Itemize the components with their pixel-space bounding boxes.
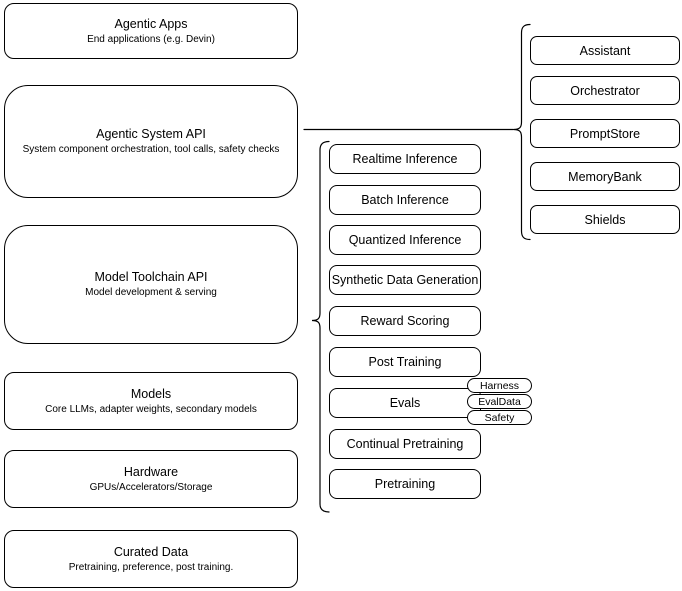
- node-model-toolchain-api: Model Toolchain API Model development & …: [4, 225, 298, 344]
- node-subtitle: Pretraining, preference, post training.: [68, 561, 234, 573]
- node-subtitle: Core LLMs, adapter weights, secondary mo…: [45, 403, 257, 415]
- tag-label: Harness: [479, 379, 520, 392]
- service-label: Batch Inference: [361, 193, 449, 207]
- node-curated-data: Curated Data Pretraining, preference, po…: [4, 530, 298, 588]
- tag-label: Safety: [484, 411, 515, 424]
- service-synthetic-data-generation: Synthetic Data Generation: [329, 265, 481, 295]
- node-title: Curated Data: [113, 544, 189, 559]
- service-label: Synthetic Data Generation: [331, 273, 479, 287]
- tag-label: EvalData: [478, 395, 521, 408]
- component-memorybank: MemoryBank: [530, 162, 680, 191]
- service-label: Reward Scoring: [360, 314, 450, 328]
- service-realtime-inference: Realtime Inference: [329, 144, 481, 174]
- service-evals: Evals: [329, 388, 481, 418]
- node-title: Models: [130, 386, 172, 401]
- service-label: Pretraining: [374, 477, 436, 491]
- node-title: Agentic Apps: [114, 16, 188, 31]
- component-label: PromptStore: [569, 126, 641, 141]
- service-batch-inference: Batch Inference: [329, 185, 481, 215]
- brace-system-components: [513, 23, 531, 241]
- service-pretraining: Pretraining: [329, 469, 481, 499]
- node-subtitle: End applications (e.g. Devin): [87, 33, 215, 45]
- service-quantized-inference: Quantized Inference: [329, 225, 481, 255]
- node-hardware: Hardware GPUs/Accelerators/Storage: [4, 450, 298, 508]
- service-reward-scoring: Reward Scoring: [329, 306, 481, 336]
- tag-evaldata: EvalData: [467, 394, 532, 409]
- brace-toolchain-services: [311, 140, 330, 513]
- tag-safety: Safety: [467, 410, 532, 425]
- node-subtitle: System component orchestration, tool cal…: [22, 144, 280, 155]
- service-label: Continual Pretraining: [346, 437, 464, 451]
- service-label: Quantized Inference: [348, 233, 462, 247]
- node-agentic-system-api: Agentic System API System component orch…: [4, 85, 298, 198]
- service-continual-pretraining: Continual Pretraining: [329, 429, 481, 459]
- component-label: Orchestrator: [570, 83, 640, 98]
- component-label: Assistant: [579, 43, 631, 58]
- node-title: Agentic System API: [96, 127, 206, 141]
- component-label: MemoryBank: [568, 169, 642, 184]
- component-promptstore: PromptStore: [530, 119, 680, 148]
- node-title: Model Toolchain API: [94, 270, 208, 284]
- node-title: Hardware: [123, 464, 179, 479]
- component-label: Shields: [584, 212, 626, 227]
- node-subtitle: Model development & serving: [85, 287, 217, 298]
- tag-harness: Harness: [467, 378, 532, 393]
- service-label: Evals: [389, 396, 421, 410]
- node-agentic-apps: Agentic Apps End applications (e.g. Devi…: [4, 3, 298, 59]
- service-label: Post Training: [368, 355, 442, 369]
- service-label: Realtime Inference: [352, 152, 458, 166]
- node-models: Models Core LLMs, adapter weights, secon…: [4, 372, 298, 430]
- component-assistant: Assistant: [530, 36, 680, 65]
- node-subtitle: GPUs/Accelerators/Storage: [89, 481, 213, 493]
- service-post-training: Post Training: [329, 347, 481, 377]
- component-orchestrator: Orchestrator: [530, 76, 680, 105]
- component-shields: Shields: [530, 205, 680, 234]
